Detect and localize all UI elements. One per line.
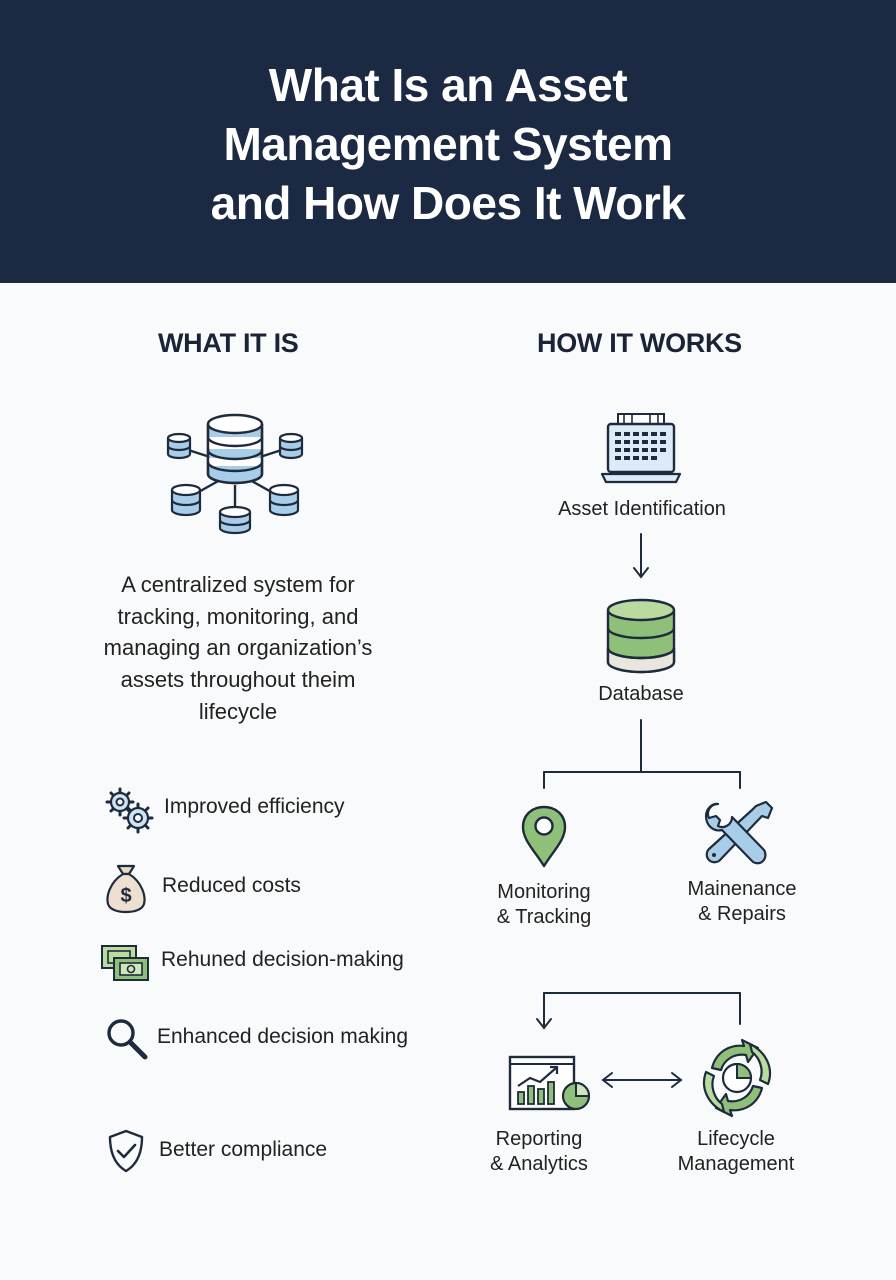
step-database-label: Database (598, 683, 684, 705)
laptop-icon (600, 413, 682, 484)
title-line-1: What Is an Asset (268, 59, 628, 111)
benefit-label-2: Reduced costs (162, 874, 301, 897)
step-maintenance-line-2: & Repairs (698, 903, 786, 925)
description-line-3: managing an organization’s (103, 635, 373, 660)
cash-icon (101, 945, 149, 981)
database-icon (606, 598, 676, 674)
what-it-is-heading: WHAT IT IS (158, 328, 299, 358)
cycle-icon (702, 1038, 772, 1118)
magnifier-icon (107, 1019, 148, 1060)
benefit-label-1: Improved efficiency (164, 795, 345, 818)
svg-text:$: $ (120, 885, 131, 907)
header-banner: What Is an Asset Management System and H… (0, 0, 896, 283)
step-lifecycle-line-1: Lifecycle (697, 1128, 775, 1150)
money-bag-icon: $ (106, 864, 146, 914)
gears-icon (105, 787, 154, 834)
shield-check-icon (108, 1129, 144, 1173)
step-reporting-line-1: Reporting (495, 1128, 583, 1150)
benefit-label-4: Enhanced decision making (157, 1025, 408, 1048)
description-line-1: A centralized system for (121, 572, 355, 597)
step-lifecycle-line-2: Management (677, 1153, 795, 1175)
benefit-label-3: Rehuned decision-making (161, 948, 404, 971)
title-line-3: and How Does It Work (210, 177, 686, 229)
wrench-icon (704, 800, 774, 865)
description-line-2: tracking, monitoring, and (117, 604, 359, 629)
map-pin-icon (521, 805, 567, 868)
step-monitoring-line-2: & Tracking (496, 906, 592, 928)
step-reporting-line-2: & Analytics (490, 1153, 588, 1175)
database-network-icon (166, 413, 304, 535)
step-identification-label: Asset Identification (558, 498, 726, 520)
benefit-label-5: Better compliance (159, 1138, 328, 1161)
description-line-5: lifecycle (198, 699, 278, 724)
title-line-2: Management System (223, 118, 673, 170)
how-it-works-heading: HOW IT WORKS (537, 328, 742, 358)
analytics-icon (508, 1055, 591, 1111)
description-line-4: assets throughout theim (120, 667, 356, 692)
step-maintenance-line-1: Mainenance (687, 878, 797, 900)
step-monitoring-line-1: Monitoring (497, 881, 591, 903)
